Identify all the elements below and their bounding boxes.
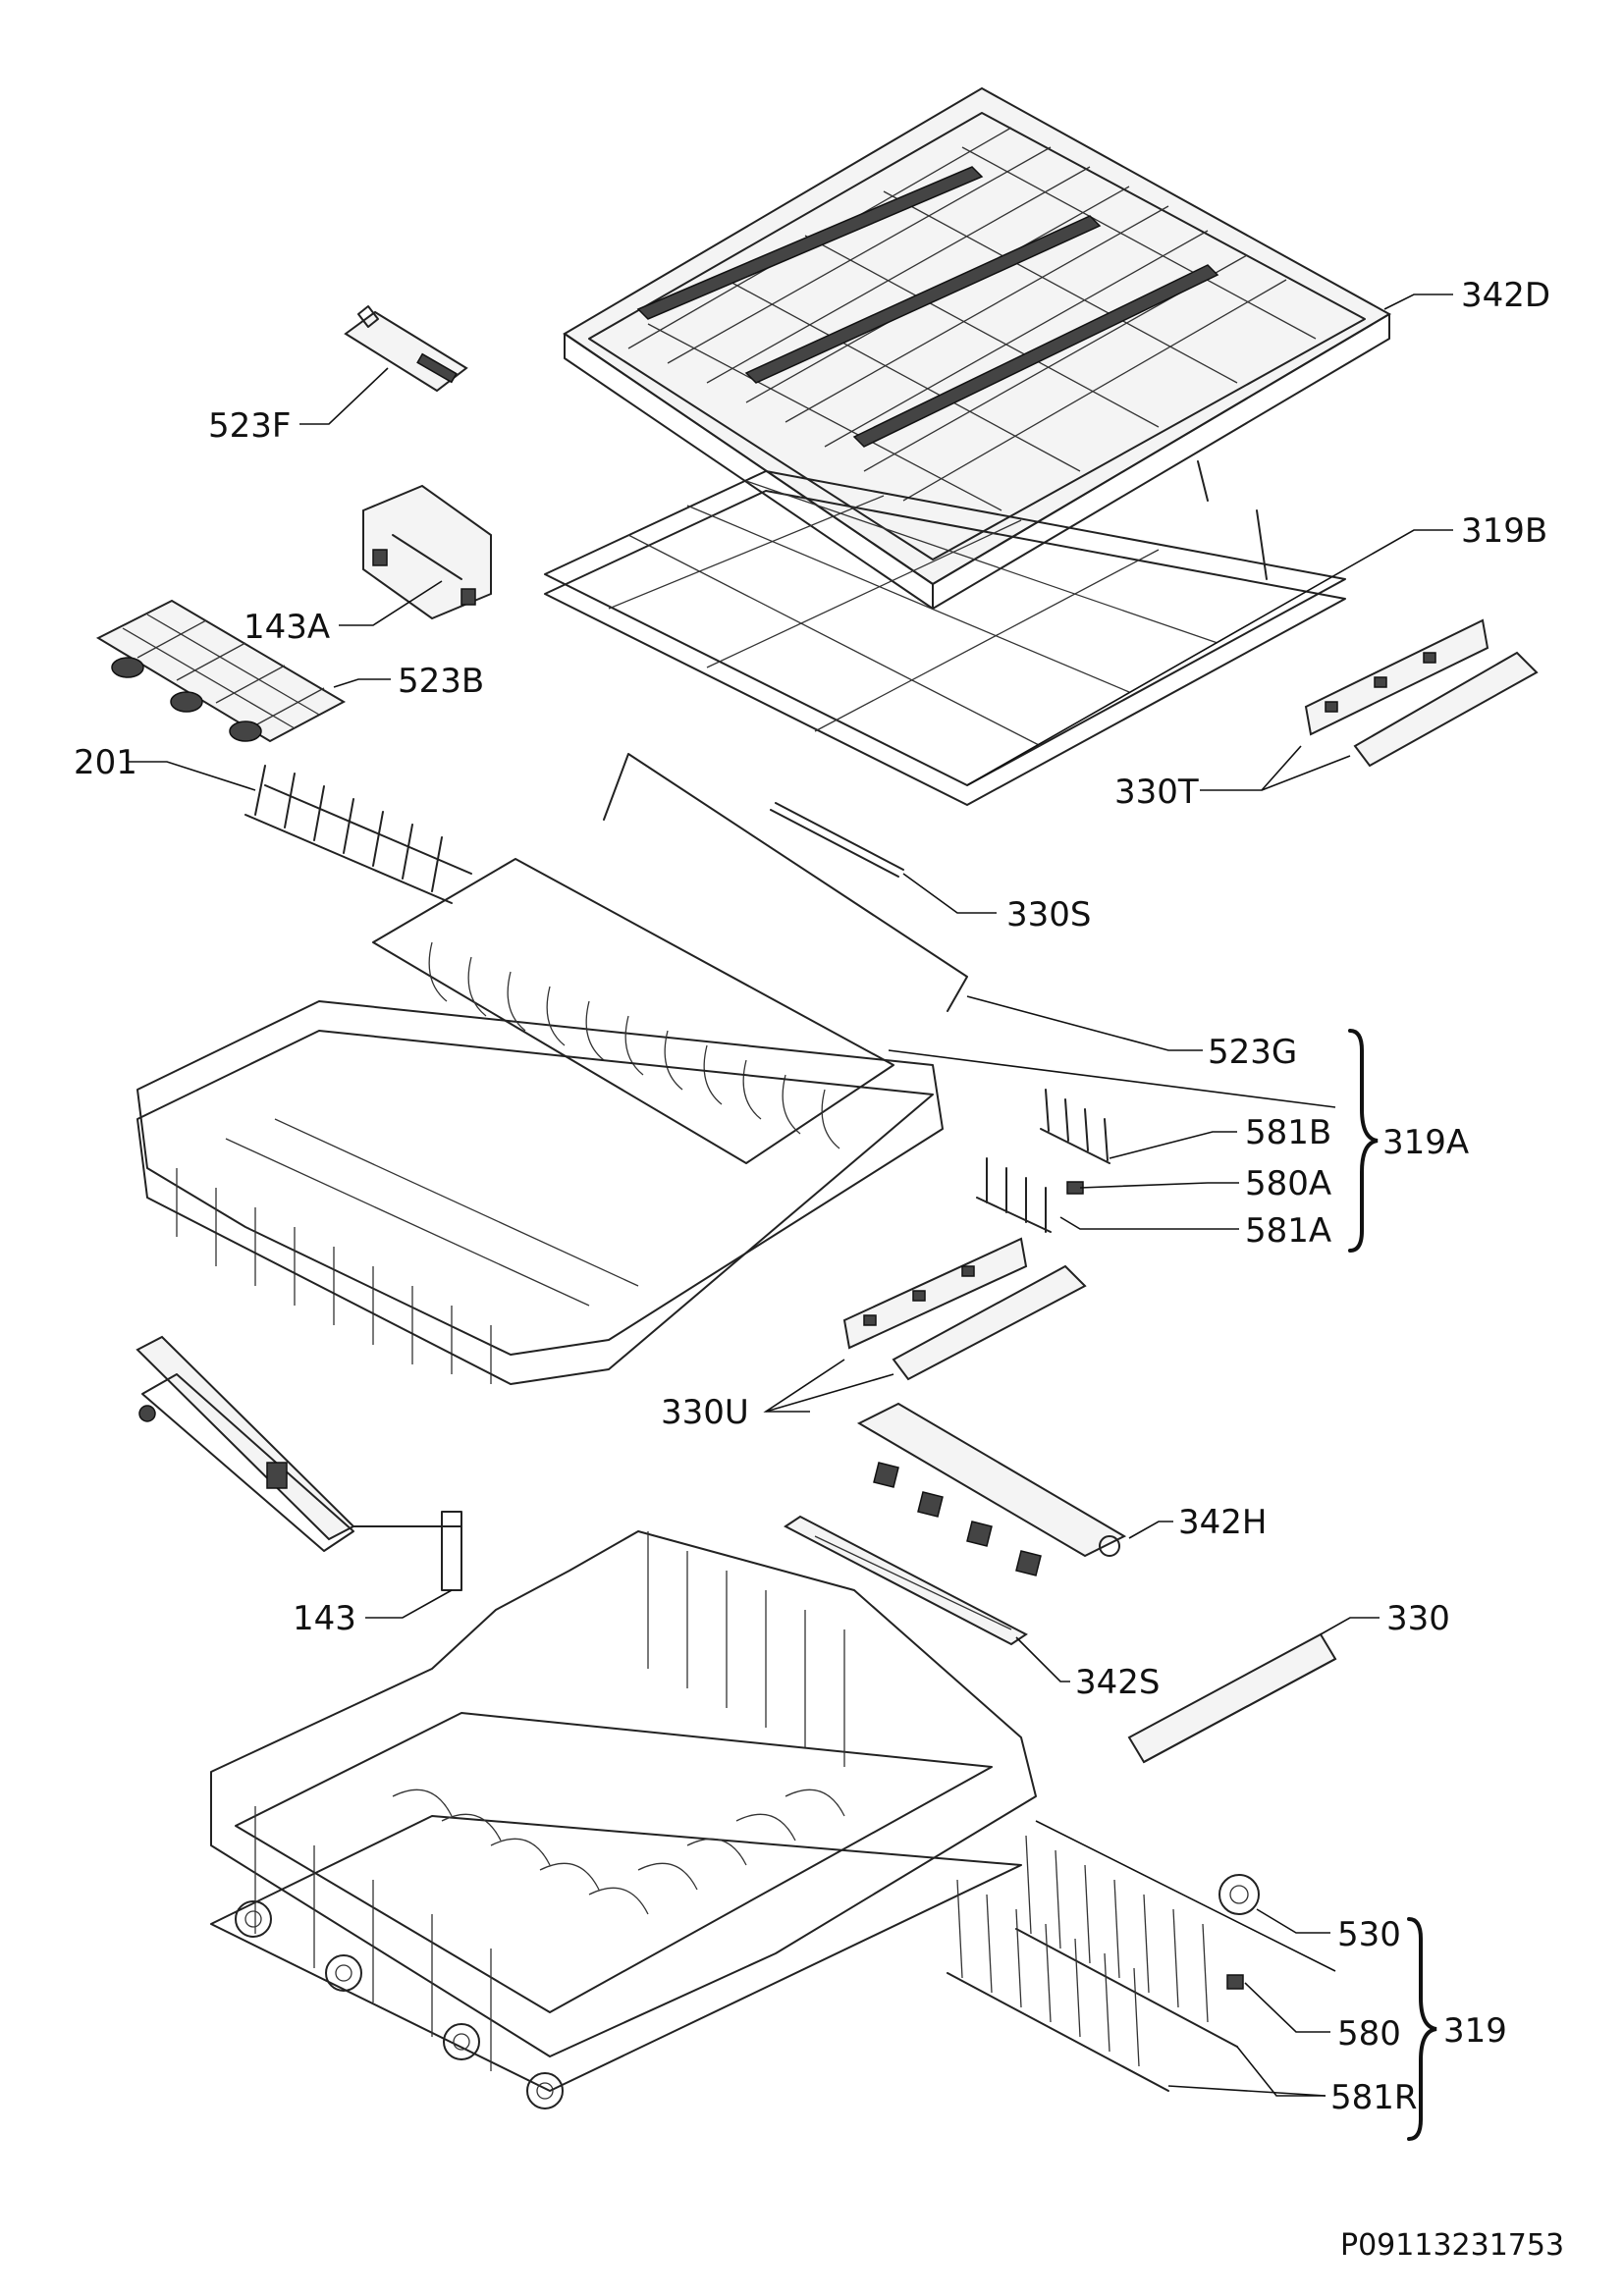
label-342S: 342S: [1075, 1663, 1160, 1702]
label-523G: 523G: [1208, 1033, 1297, 1072]
label-580A: 580A: [1245, 1164, 1331, 1203]
label-143: 143: [293, 1599, 356, 1638]
tines-201-drawing: [244, 765, 472, 904]
brace-319: [1407, 1917, 1437, 2141]
label-330U: 330U: [661, 1393, 749, 1432]
lower-basket-drawing: [210, 1530, 1037, 2109]
tray-523B-drawing: [95, 599, 347, 743]
label-523F: 523F: [208, 406, 291, 446]
handle-523G-drawing: [603, 753, 968, 1012]
holder-342H-drawing: [856, 1402, 1127, 1576]
label-319: 319: [1443, 2011, 1507, 2051]
rails-330T-drawing: [1304, 618, 1539, 768]
brace-319A: [1348, 1029, 1379, 1253]
label-581B: 581B: [1245, 1113, 1331, 1152]
label-580: 580: [1337, 2014, 1401, 2054]
label-530: 530: [1337, 1915, 1401, 1954]
label-523B: 523B: [398, 662, 484, 701]
label-330S: 330S: [1006, 895, 1091, 934]
leader-lines: [128, 294, 1453, 2097]
small-parts-319-drawing: [947, 1835, 1260, 2092]
upper-frame-drawing: [544, 460, 1346, 806]
label-319B: 319B: [1461, 511, 1547, 551]
cutlery-tray-drawing: [563, 86, 1392, 610]
basket-wheels: [235, 1900, 564, 2109]
label-201: 201: [74, 743, 137, 782]
rails-330U-drawing: [842, 1237, 1087, 1381]
label-342D: 342D: [1461, 276, 1550, 315]
label-330: 330: [1386, 1599, 1450, 1638]
label-581R: 581R: [1330, 2078, 1418, 2117]
bracket-143-drawing: [135, 1335, 462, 1591]
label-581A: 581A: [1245, 1211, 1331, 1251]
distributor-342S-drawing: [784, 1515, 1028, 1646]
document-code: P09113231753: [1340, 2228, 1564, 2263]
label-319A: 319A: [1382, 1123, 1469, 1162]
rail-330-drawing: [1127, 1632, 1337, 1764]
small-parts-319A-drawing: [976, 1089, 1110, 1233]
bracket-143A-drawing: [362, 484, 492, 620]
label-342H: 342H: [1178, 1503, 1267, 1542]
label-143A: 143A: [244, 608, 330, 647]
clip-523F-drawing: [344, 305, 468, 393]
upper-basket-drawing: [136, 858, 944, 1385]
label-330T: 330T: [1114, 773, 1199, 812]
